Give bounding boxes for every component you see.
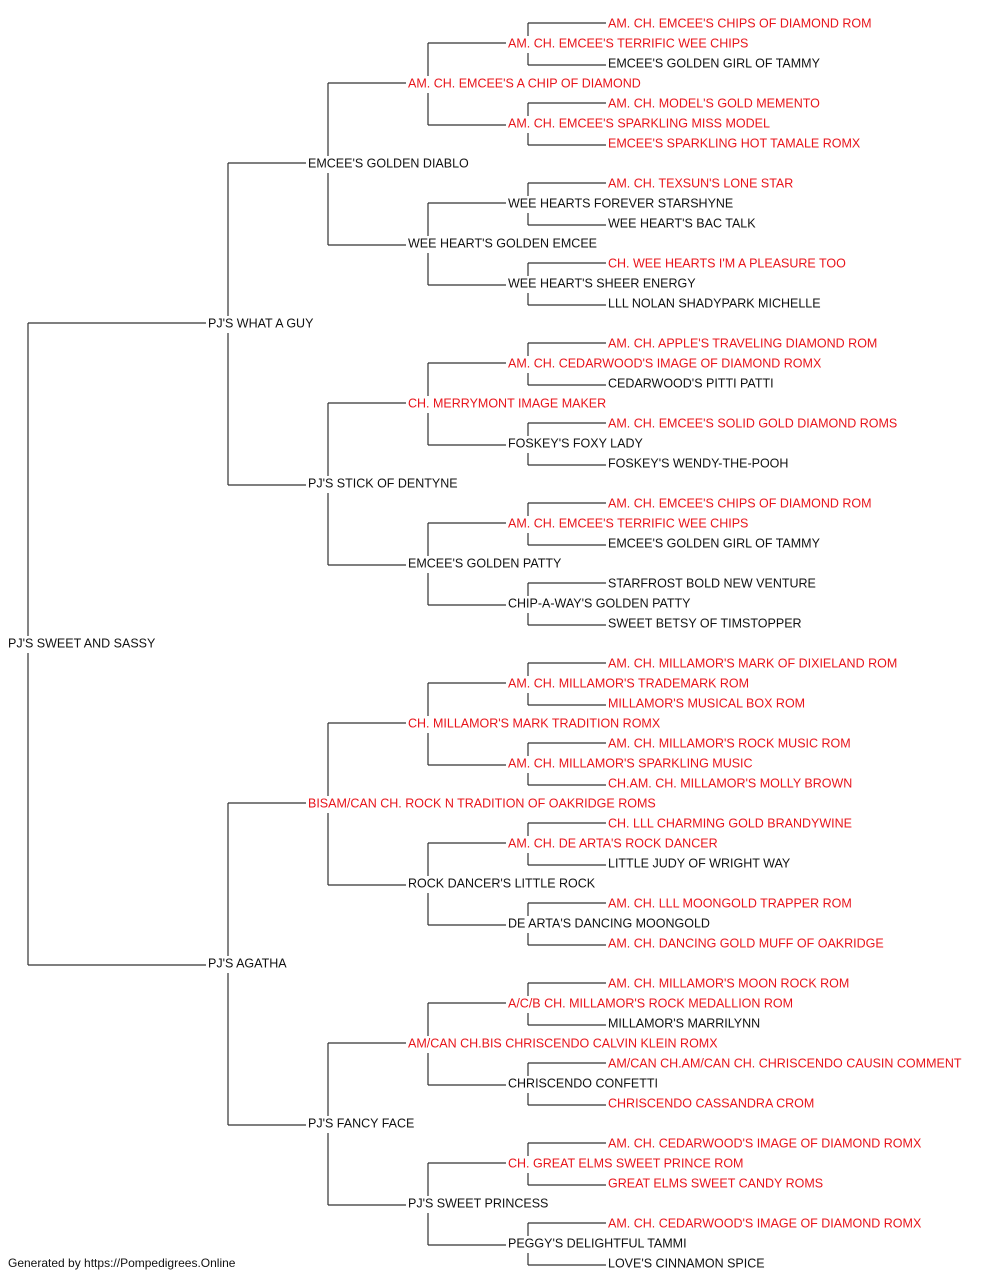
pedigree-name-gen5: EMCEE'S GOLDEN GIRL OF TAMMY	[608, 536, 821, 550]
pedigree-name-gen4: AM. CH. EMCEE'S SPARKLING MISS MODEL	[508, 116, 770, 130]
pedigree-name-gen5: FOSKEY'S WENDY-THE-POOH	[608, 456, 788, 470]
pedigree-name-gen4: DE ARTA'S DANCING MOONGOLD	[508, 916, 710, 930]
pedigree-name-gen4: AM. CH. CEDARWOOD'S IMAGE OF DIAMOND ROM…	[508, 356, 822, 370]
pedigree-name-gen4: WEE HEARTS FOREVER STARSHYNE	[508, 196, 733, 210]
pedigree-name-gen5: AM. CH. MILLAMOR'S MOON ROCK ROM	[608, 976, 849, 990]
pedigree-name-gen5: AM. CH. EMCEE'S SOLID GOLD DIAMOND ROMS	[608, 416, 897, 430]
pedigree-name-gen5: AM. CH. EMCEE'S CHIPS OF DIAMOND ROM	[608, 496, 872, 510]
pedigree-name-gen5: AM. CH. CEDARWOOD'S IMAGE OF DIAMOND ROM…	[608, 1216, 922, 1230]
pedigree-name-gen5: LOVE'S CINNAMON SPICE	[608, 1256, 765, 1270]
pedigree-name-gen3: CH. MERRYMONT IMAGE MAKER	[408, 396, 606, 410]
pedigree-name-gen5: AM. CH. EMCEE'S CHIPS OF DIAMOND ROM	[608, 16, 872, 30]
pedigree-name-gen4: FOSKEY'S FOXY LADY	[508, 436, 644, 450]
pedigree-name-gen5: AM. CH. DANCING GOLD MUFF OF OAKRIDGE	[608, 936, 884, 950]
pedigree-name-gen5: CEDARWOOD'S PITTI PATTI	[608, 376, 774, 390]
pedigree-name-gen4: CHRISCENDO CONFETTI	[508, 1076, 658, 1090]
pedigree-name-gen5: AM. CH. TEXSUN'S LONE STAR	[608, 176, 793, 190]
pedigree-name-gen5: EMCEE'S GOLDEN GIRL OF TAMMY	[608, 56, 821, 70]
pedigree-name-gen5: CHRISCENDO CASSANDRA CROM	[608, 1096, 814, 1110]
pedigree-name-gen5: CH. LLL CHARMING GOLD BRANDYWINE	[608, 816, 852, 830]
pedigree-name-gen3: AM/CAN CH.BIS CHRISCENDO CALVIN KLEIN RO…	[408, 1036, 718, 1050]
pedigree-name-gen5: CH.AM. CH. MILLAMOR'S MOLLY BROWN	[608, 776, 852, 790]
pedigree-name-gen4: AM. CH. EMCEE'S TERRIFIC WEE CHIPS	[508, 36, 748, 50]
pedigree-name-gen5: AM. CH. CEDARWOOD'S IMAGE OF DIAMOND ROM…	[608, 1136, 922, 1150]
pedigree-name-gen4: CH. GREAT ELMS SWEET PRINCE ROM	[508, 1156, 743, 1170]
pedigree-name-gen5: GREAT ELMS SWEET CANDY ROMS	[608, 1176, 823, 1190]
pedigree-name-gen5: AM. CH. LLL MOONGOLD TRAPPER ROM	[608, 896, 852, 910]
pedigree-name-gen4: AM. CH. MILLAMOR'S TRADEMARK ROM	[508, 676, 749, 690]
pedigree-name-gen5: AM. CH. APPLE'S TRAVELING DIAMOND ROM	[608, 336, 877, 350]
pedigree-name-gen3: PJ'S SWEET PRINCESS	[408, 1196, 548, 1210]
pedigree-name-gen2: PJ'S FANCY FACE	[308, 1116, 414, 1130]
pedigree-name-gen4: PEGGY'S DELIGHTFUL TAMMI	[508, 1236, 687, 1250]
pedigree-name-gen1: PJ'S AGATHA	[208, 956, 287, 970]
pedigree-name-gen4: WEE HEART'S SHEER ENERGY	[508, 276, 696, 290]
pedigree-name-gen2: PJ'S STICK OF DENTYNE	[308, 476, 458, 490]
pedigree-name-gen5: AM. CH. MODEL'S GOLD MEMENTO	[608, 96, 820, 110]
pedigree-name-gen3: EMCEE'S GOLDEN PATTY	[408, 556, 562, 570]
pedigree-name-gen5: MILLAMOR'S MARRILYNN	[608, 1016, 760, 1030]
pedigree-name-gen5: AM. CH. MILLAMOR'S ROCK MUSIC ROM	[608, 736, 851, 750]
pedigree-name-gen3: CH. MILLAMOR'S MARK TRADITION ROMX	[408, 716, 661, 730]
pedigree-name-gen5: STARFROST BOLD NEW VENTURE	[608, 576, 816, 590]
pedigree-name-gen4: AM. CH. EMCEE'S TERRIFIC WEE CHIPS	[508, 516, 748, 530]
pedigree-name-gen5: SWEET BETSY OF TIMSTOPPER	[608, 616, 802, 630]
pedigree-name-gen3: ROCK DANCER'S LITTLE ROCK	[408, 876, 596, 890]
pedigree-name-gen5: EMCEE'S SPARKLING HOT TAMALE ROMX	[608, 136, 861, 150]
pedigree-name-gen3: WEE HEART'S GOLDEN EMCEE	[408, 236, 597, 250]
pedigree-name-gen4: AM. CH. DE ARTA'S ROCK DANCER	[508, 836, 718, 850]
pedigree-name-gen4: CHIP-A-WAY'S GOLDEN PATTY	[508, 596, 691, 610]
pedigree-name-gen5: MILLAMOR'S MUSICAL BOX ROM	[608, 696, 805, 710]
pedigree-name-gen2: EMCEE'S GOLDEN DIABLO	[308, 156, 469, 170]
pedigree-name-gen0: PJ'S SWEET AND SASSY	[8, 636, 156, 650]
pedigree-name-gen2: BISAM/CAN CH. ROCK N TRADITION OF OAKRID…	[308, 796, 656, 810]
pedigree-name-gen5: AM. CH. MILLAMOR'S MARK OF DIXIELAND ROM	[608, 656, 897, 670]
pedigree-name-gen3: AM. CH. EMCEE'S A CHIP OF DIAMOND	[408, 76, 641, 90]
pedigree-name-gen5: LLL NOLAN SHADYPARK MICHELLE	[608, 296, 821, 310]
pedigree-name-gen5: LITTLE JUDY OF WRIGHT WAY	[608, 856, 791, 870]
generated-by-footer: Generated by https://Pompedigrees.Online	[8, 1256, 236, 1270]
pedigree-name-gen5: CH. WEE HEARTS I'M A PLEASURE TOO	[608, 256, 846, 270]
pedigree-name-gen5: WEE HEART'S BAC TALK	[608, 216, 756, 230]
pedigree-name-gen1: PJ'S WHAT A GUY	[208, 316, 314, 330]
pedigree-name-gen4: A/C/B CH. MILLAMOR'S ROCK MEDALLION ROM	[508, 996, 793, 1010]
pedigree-name-gen5: AM/CAN CH.AM/CAN CH. CHRISCENDO CAUSIN C…	[608, 1056, 962, 1070]
pedigree-name-gen4: AM. CH. MILLAMOR'S SPARKLING MUSIC	[508, 756, 753, 770]
